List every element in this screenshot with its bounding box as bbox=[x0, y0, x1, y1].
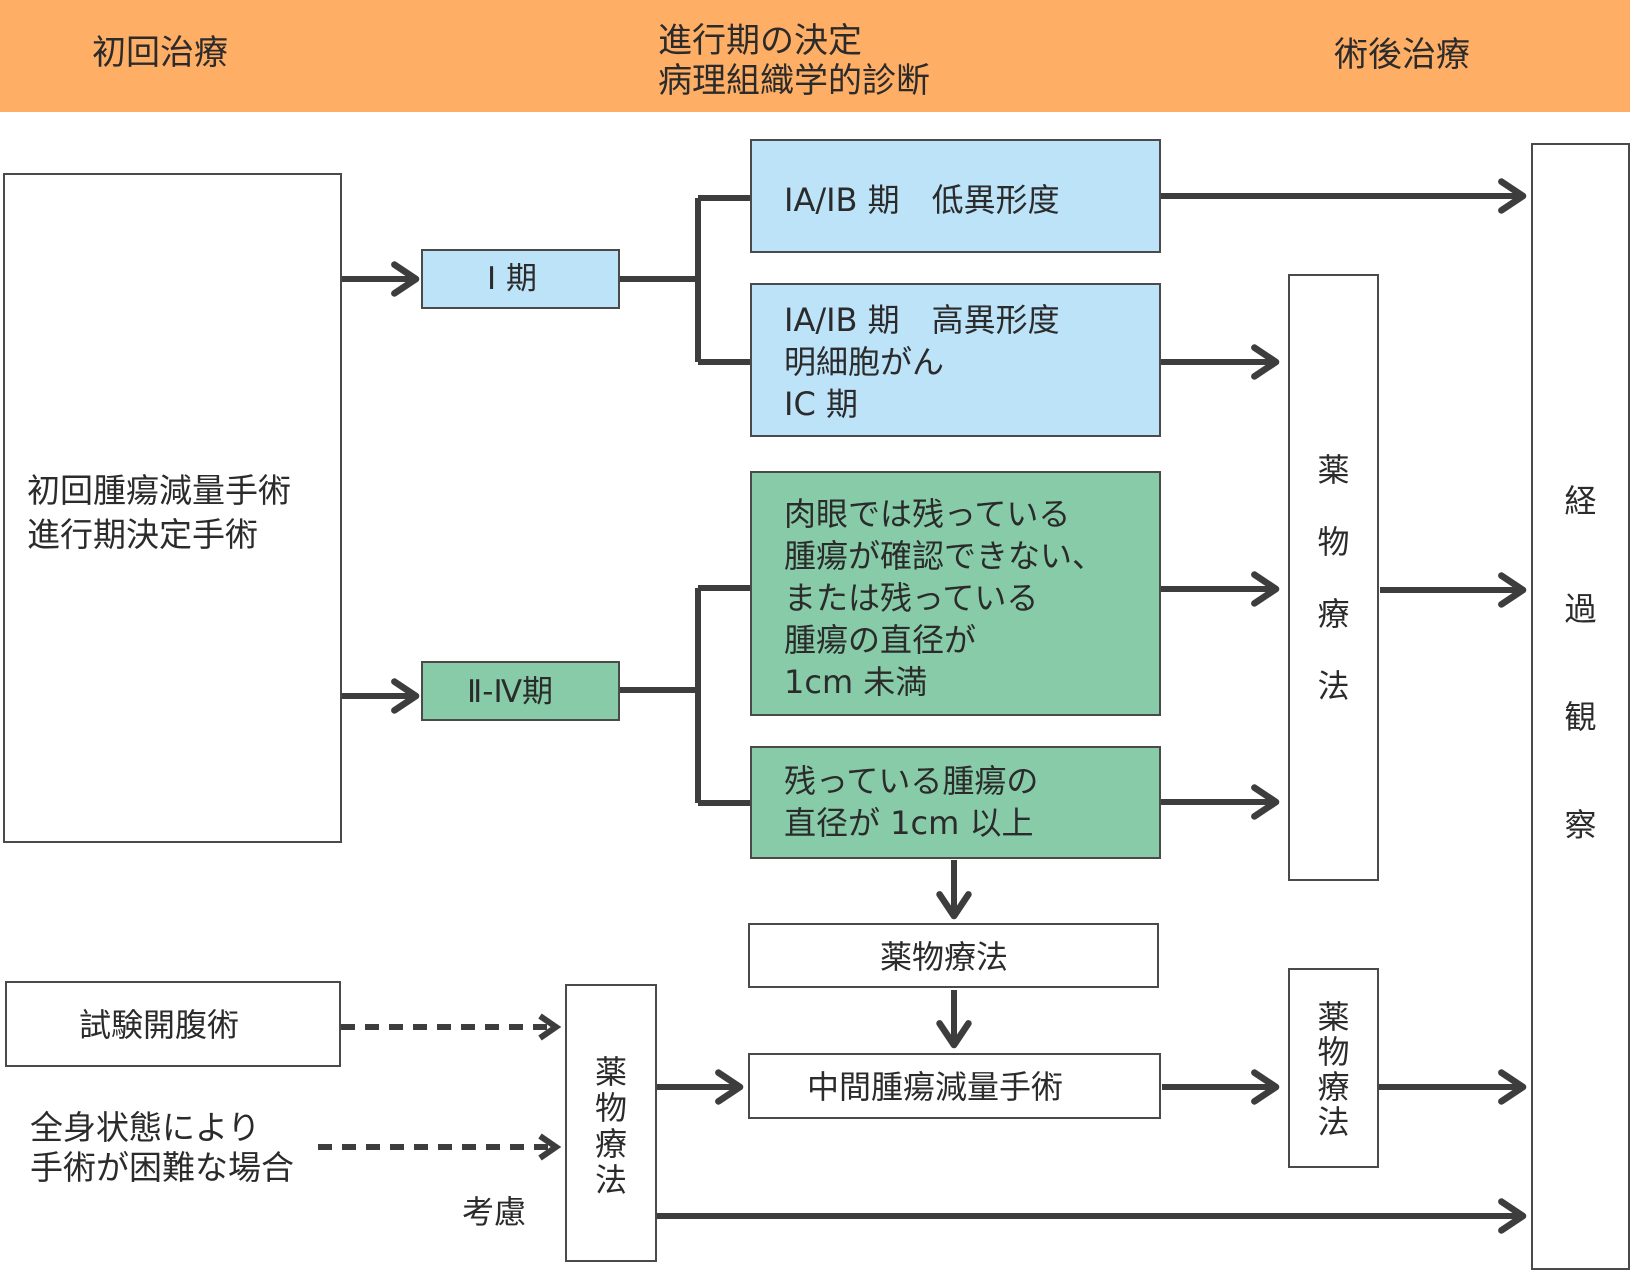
chemotherapy-small-box: 薬 物 療 法 bbox=[1288, 968, 1379, 1168]
header-staging-line2: 病理組織学的診断 bbox=[658, 61, 930, 101]
ia-ib-low-grade-label: IA/IB 期 低異形度 bbox=[784, 181, 1060, 219]
observation-box: 経 過 観 察 bbox=[1531, 143, 1630, 1270]
interval-surgery-box: 中間腫瘍減量手術 bbox=[748, 1053, 1161, 1119]
header-staging-line1: 進行期の決定 bbox=[658, 21, 862, 61]
interval-surgery-label: 中間腫瘍減量手術 bbox=[807, 1068, 1064, 1106]
chemotherapy-left-label: 薬 物 療 法 bbox=[594, 1053, 627, 1199]
chemotherapy-left-box: 薬 物 療 法 bbox=[565, 984, 657, 1262]
residual-under-1cm-label: 肉眼では残っている 腫瘍が確認できない、 または残っている 腫瘍の直径が 1cm… bbox=[784, 495, 1105, 701]
header-band bbox=[0, 0, 1630, 112]
residual-over-1cm-box: 残っている腫瘍の 直径が 1cm 以上 bbox=[750, 746, 1161, 859]
ia-ib-high-grade-box: IA/IB 期 高異形度 明細胞がん IC 期 bbox=[750, 283, 1161, 437]
chemotherapy-tall-box: 薬 物 療 法 bbox=[1288, 274, 1379, 881]
exploratory-laparotomy-box: 試験開腹術 bbox=[5, 981, 341, 1067]
consider-label: 考慮 bbox=[462, 1193, 527, 1231]
stage-2-4-label: Ⅱ-Ⅳ期 bbox=[467, 674, 554, 710]
ia-ib-high-grade-label: IA/IB 期 高異形度 明細胞がん IC 期 bbox=[784, 301, 1060, 423]
observation-label: 経 過 観 察 bbox=[1564, 482, 1597, 844]
header-postop-treatment: 術後治療 bbox=[1334, 35, 1470, 75]
chemotherapy-small-label: 薬 物 療 法 bbox=[1317, 998, 1350, 1141]
stage-2-4-box: Ⅱ-Ⅳ期 bbox=[421, 661, 620, 721]
residual-under-1cm-box: 肉眼では残っている 腫瘍が確認できない、 または残っている 腫瘍の直径が 1cm… bbox=[750, 471, 1161, 716]
ia-ib-low-grade-box: IA/IB 期 低異形度 bbox=[750, 139, 1161, 253]
initial-surgery-box: 初回腫瘍減量手術 進行期決定手術 bbox=[3, 173, 342, 843]
chemotherapy-center-label: 薬物療法 bbox=[880, 938, 1009, 976]
residual-over-1cm-label: 残っている腫瘍の 直径が 1cm 以上 bbox=[784, 762, 1039, 842]
chemotherapy-center-box: 薬物療法 bbox=[748, 923, 1159, 988]
stage-1-label: I 期 bbox=[487, 261, 537, 297]
initial-surgery-label: 初回腫瘍減量手術 進行期決定手術 bbox=[27, 471, 291, 554]
exploratory-laparotomy-label: 試験開腹術 bbox=[79, 1006, 240, 1044]
poor-condition-label: 全身状態により 手術が困難な場合 bbox=[30, 1108, 294, 1187]
stage-1-box: I 期 bbox=[421, 249, 620, 309]
chemotherapy-tall-label: 薬 物 療 法 bbox=[1317, 451, 1350, 705]
header-initial-treatment: 初回治療 bbox=[92, 33, 228, 73]
